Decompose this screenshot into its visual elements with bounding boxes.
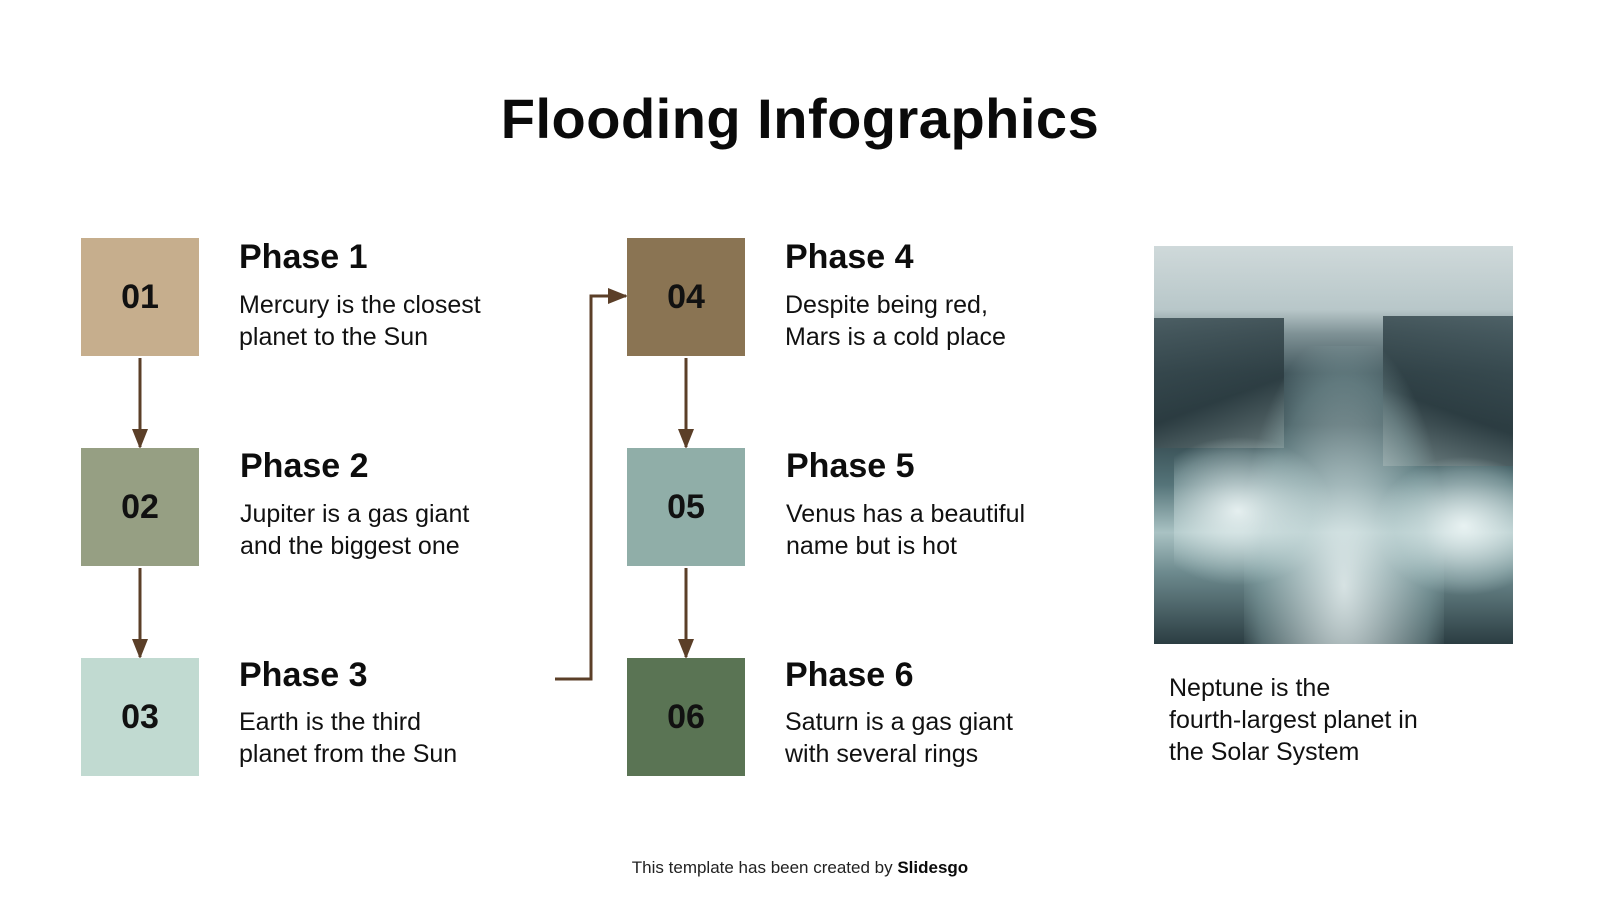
phase-1-description: Mercury is the closest planet to the Sun: [239, 289, 559, 353]
phase-3-desc-line-1: Earth is the third: [239, 708, 422, 736]
phase-5-number-box: 05: [627, 448, 745, 566]
photo-caption-line-1: Neptune is the: [1169, 674, 1331, 702]
phase-6-desc-line-2: with several rings: [785, 740, 979, 768]
footer-prefix: This template has been created by: [631, 858, 898, 877]
photo-wave-left: [1174, 436, 1334, 586]
photo-wave-right: [1374, 456, 1513, 596]
phase-3-title: Phase 3: [239, 656, 368, 694]
phase-1-number-box: 01: [81, 238, 199, 356]
phase-6-title: Phase 6: [785, 656, 914, 694]
footer-brand: Slidesgo: [897, 858, 969, 877]
phase-2-description: Jupiter is a gas giant and the biggest o…: [240, 498, 560, 562]
phase-6-desc-line-1: Saturn is a gas giant: [785, 708, 1013, 736]
phase-1-title: Phase 1: [239, 238, 368, 276]
phase-2-title: Phase 2: [240, 447, 369, 485]
phase-5-title: Phase 5: [786, 447, 915, 485]
page-title: Flooding Infographics: [500, 87, 1100, 150]
phase-3-number-box: 03: [81, 658, 199, 776]
phase-2-desc-line-1: Jupiter is a gas giant: [240, 500, 470, 528]
phase-4-description: Despite being red, Mars is a cold place: [785, 289, 1105, 353]
footer-credit: This template has been created by Slides…: [0, 858, 1600, 878]
phase-4-number-box: 04: [627, 238, 745, 356]
phase-5-desc-line-1: Venus has a beautiful: [786, 500, 1026, 528]
phase-3-desc-line-2: planet from the Sun: [239, 740, 458, 768]
phase-5-description: Venus has a beautiful name but is hot: [786, 498, 1106, 562]
phase-4-desc-line-1: Despite being red,: [785, 291, 988, 319]
phase-6-description: Saturn is a gas giant with several rings: [785, 706, 1105, 770]
flood-photo: [1154, 246, 1513, 644]
phase-4-desc-line-2: Mars is a cold place: [785, 323, 1006, 351]
photo-caption: Neptune is the fourth-largest planet in …: [1169, 672, 1509, 768]
phase-5-desc-line-2: name but is hot: [786, 532, 957, 560]
phase-1-desc-line-2: planet to the Sun: [239, 323, 429, 351]
photo-caption-line-3: the Solar System: [1169, 738, 1360, 766]
phase-3-description: Earth is the third planet from the Sun: [239, 706, 559, 770]
phase-6-number-box: 06: [627, 658, 745, 776]
photo-caption-line-2: fourth-largest planet in: [1169, 706, 1418, 734]
phase-1-desc-line-1: Mercury is the closest: [239, 291, 481, 319]
phase-4-title: Phase 4: [785, 238, 914, 276]
phase-2-desc-line-2: and the biggest one: [240, 532, 460, 560]
phase-2-number-box: 02: [81, 448, 199, 566]
arrow-03-to-04: [555, 288, 628, 681]
